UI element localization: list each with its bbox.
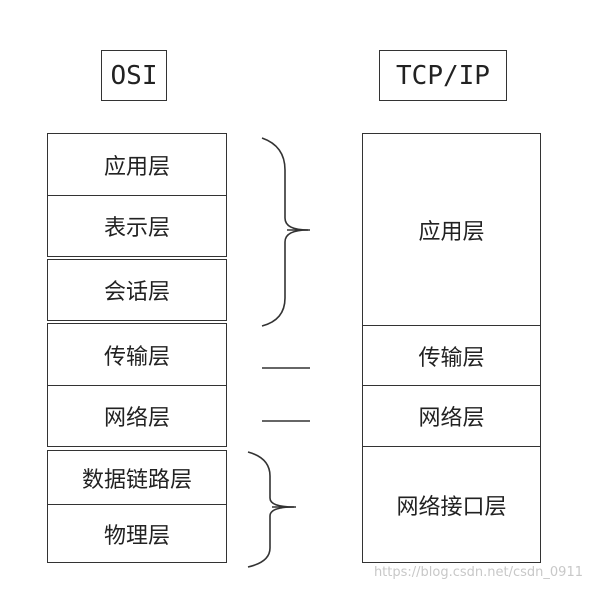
osi-layer-network: 网络层 bbox=[47, 385, 227, 447]
tcpip-layer-application: 应用层 bbox=[362, 133, 541, 326]
osi-layer-presentation: 表示层 bbox=[47, 195, 227, 257]
osi-layer-data-link: 数据链路层 bbox=[47, 450, 227, 505]
brace-lower bbox=[247, 451, 295, 568]
tcpip-layer-transport: 传输层 bbox=[362, 325, 541, 386]
tcpip-layer-network: 网络层 bbox=[362, 385, 541, 447]
osi-layer-physical: 物理层 bbox=[47, 504, 227, 563]
tcpip-title: TCP/IP bbox=[379, 50, 507, 101]
watermark-text: https://blog.csdn.net/csdn_0911 bbox=[373, 565, 583, 580]
brace-upper bbox=[261, 137, 309, 327]
osi-layer-session: 会话层 bbox=[47, 259, 227, 321]
tcpip-layer-network-interface: 网络接口层 bbox=[362, 446, 541, 563]
osi-layer-transport: 传输层 bbox=[47, 323, 227, 386]
osi-title: OSI bbox=[101, 50, 167, 101]
osi-layer-application: 应用层 bbox=[47, 133, 227, 196]
